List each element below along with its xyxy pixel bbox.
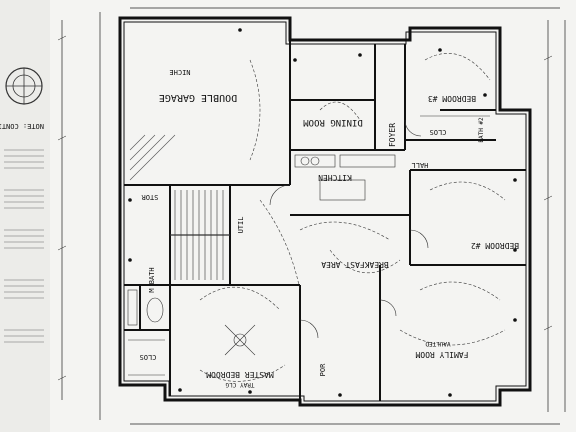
dimension-lines bbox=[57, 7, 566, 425]
label-por: POR bbox=[319, 363, 327, 376]
label-clos-master: CLOS bbox=[140, 353, 157, 361]
label-master-bath: M BATH bbox=[148, 267, 156, 292]
label-vaulted: VAULTED bbox=[425, 340, 451, 347]
fixtures-and-wiring bbox=[127, 28, 517, 397]
left-margin: NOTE: CONTINU... WALLS TH... bbox=[0, 0, 50, 432]
label-bedroom-3: BEDROOM #3 bbox=[428, 94, 476, 103]
label-bedroom-2: BEDROOM #2 bbox=[471, 241, 519, 250]
label-stor: STOR bbox=[141, 193, 159, 201]
label-double-garage: DOUBLE GARAGE bbox=[159, 92, 237, 103]
label-breakfast-area: BREAKFAST AREA bbox=[321, 260, 389, 269]
label-bath-2: BATH #2 bbox=[478, 117, 485, 143]
label-master-bedroom: MASTER BEDROOM bbox=[206, 370, 274, 379]
label-clos-bed3: CLOS bbox=[430, 128, 447, 136]
label-dining-room: DINING ROOM bbox=[303, 117, 363, 127]
label-family-room: FAMILY ROOM bbox=[415, 350, 468, 359]
room-labels: DOUBLE GARAGE NICHE DINING ROOM KITCHEN … bbox=[140, 68, 520, 388]
label-hall: HALL bbox=[412, 161, 429, 169]
label-tray-clg: TRAY CLG bbox=[225, 381, 254, 388]
label-util: UTIL bbox=[237, 217, 245, 234]
interior-walls bbox=[124, 40, 526, 401]
label-kitchen: KITCHEN bbox=[318, 173, 352, 182]
plan-note-left: NOTE: CONTINU... WALLS TH... bbox=[0, 122, 44, 130]
label-niche: NICHE bbox=[169, 68, 190, 76]
label-foyer: FOYER bbox=[388, 123, 397, 147]
